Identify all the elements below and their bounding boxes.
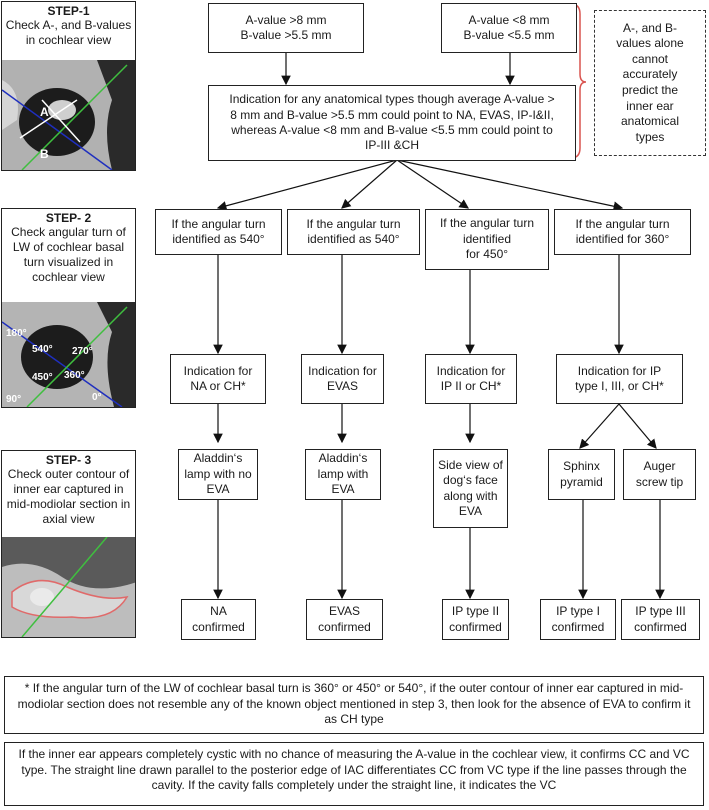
cystic-note-box: If the inner ear appears completely cyst…	[4, 742, 704, 806]
indication-text-3: Indication for IP II or CH*	[436, 363, 506, 393]
step-2-panel: STEP- 2 Check angular turn of LW of coch…	[1, 208, 136, 408]
arrow-ind4-sphinx	[579, 403, 620, 449]
confirmed-text-1: NA confirmed	[192, 604, 245, 634]
arrow-to-turn-2	[341, 159, 398, 209]
confirmed-text-5: IP type III confirmed	[634, 604, 687, 634]
step-3-panel: STEP- 3 Check outer contour of inner ear…	[1, 450, 136, 638]
arrow-to-turn-1	[216, 159, 398, 211]
turn-box-1: If the angular turn identified as 540°	[155, 209, 282, 255]
label-360: 360°	[64, 370, 85, 381]
label-540: 540°	[32, 344, 53, 355]
contour-text-2: Aladdin‘s lamp with EVA	[317, 451, 369, 497]
turn-text-4: If the angular turn identified for 360°	[575, 216, 670, 246]
turn-text-1: If the angular turn identified as 540°	[171, 216, 266, 246]
confirmed-box-3: IP type II confirmed	[442, 599, 509, 640]
label-90: 90°	[6, 394, 21, 405]
ab-values-small-text: A-value <8 mm B-value <5.5 mm	[463, 12, 555, 42]
svg-text:B: B	[40, 147, 49, 161]
turn-text-3: If the angular turn identified for 450°	[439, 216, 535, 262]
contour-box-2: Aladdin‘s lamp with EVA	[305, 449, 381, 500]
confirmed-box-5: IP type III confirmed	[621, 599, 700, 640]
label-180: 180°	[6, 328, 27, 339]
ab-values-large-text: A-value >8 mm B-value >5.5 mm	[240, 12, 332, 42]
confirmed-box-1: NA confirmed	[181, 599, 256, 640]
side-note-text: A-, and B- values alone cannot accuratel…	[616, 20, 684, 144]
indication-text-1: Indication for NA or CH*	[183, 363, 253, 393]
turn-box-2: If the angular turn identified as 540°	[287, 209, 420, 255]
indication-text-2: Indication for EVAS	[308, 363, 377, 393]
cochlear-view-angle-image: 180° 540° 270° 450° 360° 90° 0°	[2, 302, 135, 407]
confirmed-text-4: IP type I confirmed	[551, 604, 605, 634]
indication-all-box: Indication for any anatomical types thou…	[208, 85, 576, 161]
step-3-title: STEP- 3	[45, 453, 92, 467]
step-2-title: STEP- 2	[45, 211, 92, 225]
cochlear-view-ab-image: A B	[2, 60, 135, 170]
arrow-to-turn-4	[396, 159, 624, 211]
step-3-text: Check outer contour of inner ear capture…	[6, 467, 131, 526]
confirmed-box-2: EVAS confirmed	[306, 599, 383, 640]
contour-text-1: Aladdin‘s lamp with no EVA	[184, 451, 252, 497]
turn-box-3: If the angular turn identified for 450°	[425, 209, 549, 270]
contour-box-4: Sphinx pyramid	[548, 449, 615, 500]
contour-text-5: Auger screw tip	[635, 459, 684, 489]
svg-text:A: A	[40, 105, 49, 119]
ab-values-large-box: A-value >8 mm B-value >5.5 mm	[208, 3, 364, 53]
arrow-ind4-auger	[618, 403, 657, 449]
indication-all-text: Indication for any anatomical types thou…	[229, 92, 555, 153]
confirmed-text-2: EVAS confirmed	[318, 604, 371, 634]
contour-box-5: Auger screw tip	[623, 449, 696, 500]
ab-values-small-box: A-value <8 mm B-value <5.5 mm	[441, 3, 577, 53]
turn-text-2: If the angular turn identified as 540°	[306, 216, 401, 246]
step-1-panel: STEP-1 Check A-, and B-values in cochlea…	[1, 1, 136, 171]
step-1-title: STEP-1	[47, 4, 90, 18]
red-brace	[570, 3, 587, 159]
turn-box-4: If the angular turn identified for 360°	[554, 209, 691, 255]
label-450: 450°	[32, 372, 53, 383]
indication-box-2: Indication for EVAS	[301, 354, 384, 404]
step-2-text: Check angular turn of LW of cochlear bas…	[11, 225, 126, 284]
cystic-note-text: If the inner ear appears completely cyst…	[18, 747, 690, 793]
indication-box-3: Indication for IP II or CH*	[425, 354, 517, 404]
contour-text-4: Sphinx pyramid	[560, 459, 603, 489]
indication-text-4: Indication for IP type I, III, or CH*	[575, 363, 664, 393]
side-note-box: A-, and B- values alone cannot accuratel…	[594, 10, 706, 156]
indication-box-1: Indication for NA or CH*	[170, 354, 266, 404]
label-270: 270°	[72, 346, 93, 357]
contour-text-3: Side view of dog‘s face along with EVA	[438, 457, 503, 518]
label-0: 0°	[92, 392, 102, 403]
confirmed-box-4: IP type I confirmed	[540, 599, 616, 640]
contour-box-3: Side view of dog‘s face along with EVA	[433, 449, 508, 528]
indication-box-4: Indication for IP type I, III, or CH*	[556, 354, 683, 404]
arrow-to-turn-3	[396, 159, 469, 209]
footnote-text: * If the angular turn of the LW of cochl…	[17, 681, 691, 727]
step-1-text: Check A-, and B-values in cochlear view	[5, 18, 132, 47]
axial-view-image	[2, 537, 135, 637]
contour-box-1: Aladdin‘s lamp with no EVA	[178, 449, 258, 500]
footnote-box: * If the angular turn of the LW of cochl…	[4, 676, 704, 734]
confirmed-text-3: IP type II confirmed	[449, 604, 502, 634]
